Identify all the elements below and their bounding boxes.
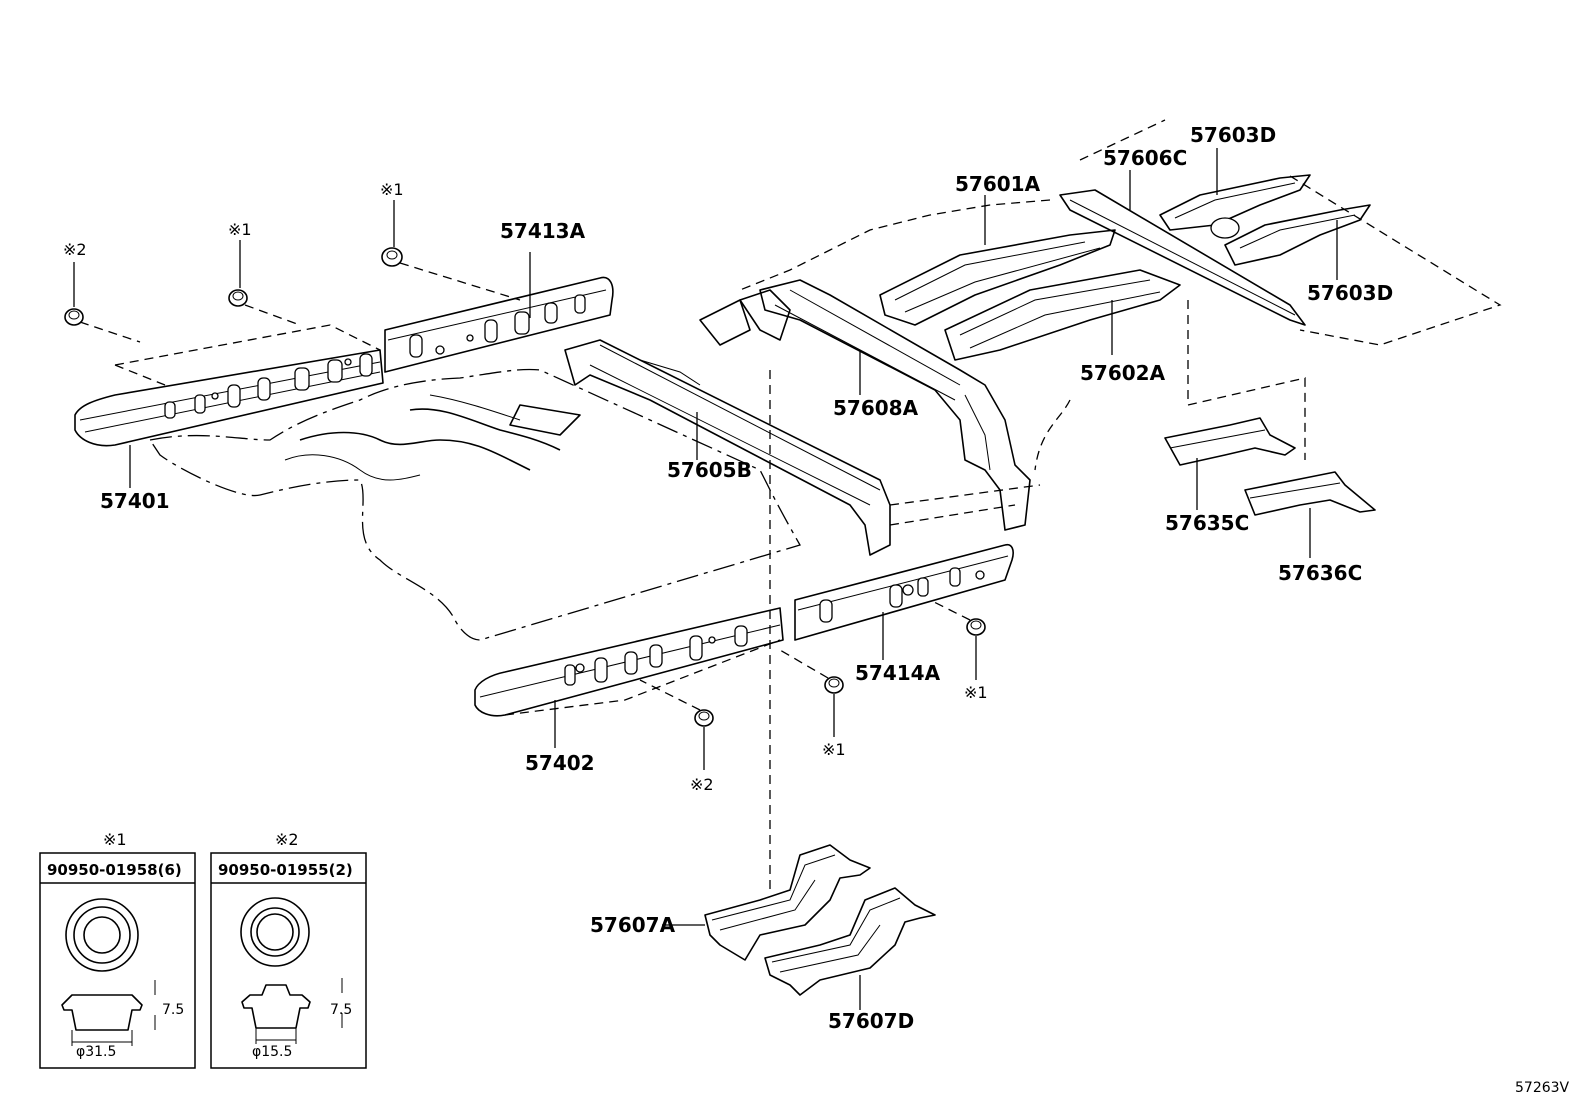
rocker-panel-57401 — [74, 324, 384, 447]
side-member-57602A — [944, 269, 1181, 361]
marker-note2-label: ※2 — [63, 240, 87, 259]
clip-grommet — [694, 709, 714, 727]
legend-marker: ※1 — [103, 830, 127, 849]
part-label-57608A: 57608A — [833, 396, 919, 420]
clip-group-upper — [64, 200, 521, 343]
marker-note1-label: ※1 — [228, 220, 252, 239]
side-member-57601A — [879, 229, 1116, 326]
legend-box-note1: ※1 90950-01958(6) 7.5 φ31.5 — [39, 830, 196, 1069]
diagram-code: 57263V — [1515, 1080, 1570, 1096]
part-label-57401: 57401 — [100, 489, 170, 513]
clip-grommet — [64, 308, 84, 326]
legend-part-number: 90950-01955(2) — [218, 861, 353, 879]
legend-part-number: 90950-01958(6) — [47, 861, 182, 879]
cross-member-57608A — [759, 279, 1031, 531]
legend-dim-height: 7.5 — [162, 1002, 184, 1018]
marker-note1-label: ※1 — [822, 740, 846, 759]
marker-note1-label: ※1 — [964, 683, 988, 702]
rear-member-57603D-lower — [1224, 204, 1371, 266]
legend-dim-diameter: φ31.5 — [76, 1044, 116, 1060]
clip-grommet — [381, 247, 403, 267]
part-label-57413A: 57413A — [500, 219, 586, 243]
clip-grommet — [228, 289, 248, 307]
legend-marker: ※2 — [275, 830, 299, 849]
bracket-57636C — [1244, 471, 1376, 516]
part-label-57606C: 57606C — [1103, 146, 1187, 170]
clip-grommet — [966, 618, 986, 636]
marker-note1-label: ※1 — [380, 180, 404, 199]
bracket-57607A — [704, 844, 871, 961]
part-label-57602A: 57602A — [1080, 361, 1166, 385]
legend-box-note2: ※2 90950-01955(2) 7.5 φ15.5 — [210, 830, 367, 1069]
part-label-57607D: 57607D — [828, 1009, 914, 1033]
part-label-57605B: 57605B — [667, 458, 752, 482]
legend-dim-diameter: φ15.5 — [252, 1044, 292, 1060]
part-label-57635C: 57635C — [1165, 511, 1249, 535]
legend-dim-height: 7.5 — [330, 1002, 352, 1018]
part-label-57414A: 57414A — [855, 661, 941, 685]
clip-group-lower — [504, 599, 986, 770]
part-label-57607A: 57607A — [590, 913, 676, 937]
part-label-57601A: 57601A — [955, 172, 1041, 196]
inner-rocker-57413A — [384, 276, 614, 373]
cross-member-57605B — [564, 289, 891, 556]
part-label-57636C: 57636C — [1278, 561, 1362, 585]
floor-pan-panel — [148, 368, 801, 641]
rocker-panel-57402 — [474, 607, 784, 717]
bracket-57635C — [1164, 417, 1296, 466]
marker-note2-label: ※2 — [690, 775, 714, 794]
inner-rocker-57414A — [794, 543, 1014, 641]
part-label-57402: 57402 — [525, 751, 595, 775]
bracket-57607D — [764, 887, 936, 996]
clip-grommet — [824, 676, 844, 694]
rear-cross-member-57606C — [1059, 189, 1306, 326]
rear-member-57603D-upper — [1159, 174, 1311, 239]
part-label-57603D-top: 57603D — [1190, 123, 1276, 147]
part-label-57603D-right: 57603D — [1307, 281, 1393, 305]
